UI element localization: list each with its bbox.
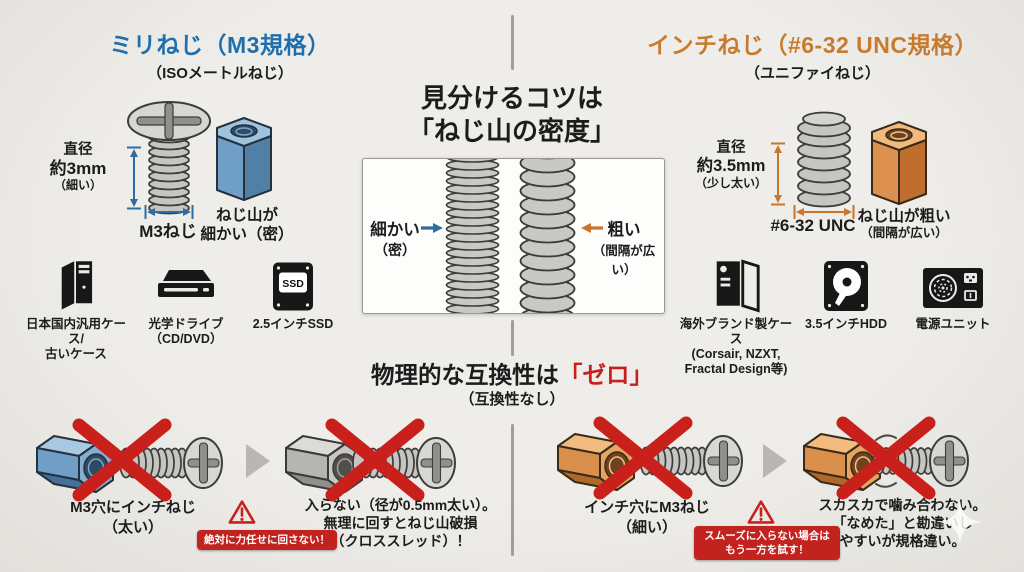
coarse-thread-label: 粗い （間隔が広い） <box>585 216 663 278</box>
warning-triangle-icon <box>747 500 775 524</box>
device-ssd: SSD 2.5インチSSD <box>243 255 343 332</box>
thread-density-compare-box: 細かい （密） 粗い （間隔が広い） <box>362 158 665 314</box>
optical-drive-icon <box>153 255 219 313</box>
m3-width-dimension-arrow <box>144 205 194 219</box>
standoff-gray-illustration <box>285 435 363 493</box>
pc-tower-icon <box>51 255 101 313</box>
optical-drive-label: 光学ドライブ （CD/DVD） <box>148 317 224 346</box>
sparkle-icon <box>938 500 982 544</box>
compat-subheading: （互換性なし） <box>459 391 565 408</box>
x-mark-icon <box>593 416 693 500</box>
psu-icon <box>922 255 984 313</box>
compat-heading-prefix: 物理的な互換性は <box>371 362 559 388</box>
next-step-arrow-icon <box>246 444 270 478</box>
loose-m3-screw-illustration <box>872 435 969 487</box>
device-hdd: 3.5インチHDD <box>796 255 896 332</box>
metric-header-subtitle: （ISOメートルねじ） <box>147 65 293 82</box>
x-mark-icon <box>72 418 172 502</box>
bottom-divider <box>511 424 514 556</box>
case-inch-hole-m3-screw-label: インチ穴にM3ねじ （細い） <box>584 499 710 536</box>
device-psu: 電源ユニット <box>903 255 1003 332</box>
hdd-icon <box>822 255 870 313</box>
compat-heading-highlight: 「ゼロ」 <box>559 362 653 388</box>
screw-horizontal-illustration <box>352 437 456 489</box>
unc-screw-illustration <box>797 111 851 208</box>
ssd-label: 2.5インチSSD <box>252 317 334 331</box>
loose-fit-warning-label: スカスカで噛み合わない。 「なめた」と勘違いし やすいが規格違い。 <box>818 497 987 549</box>
inch-header-subtitle: （ユニファイねじ） <box>744 65 880 82</box>
cross-thread-warning-label: 入らない（径が0.5mm太い）。 無理に回すとねじ山破損 （クロススレッド）！ <box>304 497 497 549</box>
no-force-warning-badge: 絶対に力任せに回さない！ <box>197 530 337 551</box>
ssd-icon-text: SSD <box>282 278 304 290</box>
unc-nut-label-sub: （間隔が広い） <box>860 226 948 241</box>
unc-dia-line3: （少し太い） <box>694 175 767 190</box>
hdd-label: 3.5インチHDD <box>805 317 887 331</box>
psu-label: 電源ユニット <box>915 317 991 331</box>
fine-thread-label: 細かい （密） <box>367 216 423 260</box>
m3-dia-line2: 約3mm <box>49 158 107 178</box>
metric-header-title: ミリねじ（M3規格） <box>109 32 331 58</box>
m3-hex-nut-illustration <box>216 117 272 201</box>
device-optical-drive: 光学ドライブ （CD/DVD） <box>136 255 236 347</box>
unc-nut-label-main: ねじ山が粗い <box>857 208 951 225</box>
m3-screw-illustration <box>127 101 211 215</box>
inch-screw-horizontal-illustration <box>119 437 223 489</box>
coarse-thread-label-main: 粗い <box>607 221 641 239</box>
inch-header: インチねじ（#6-32 UNC規格） （ユニファイねじ） <box>640 26 985 83</box>
x-mark-icon <box>836 416 936 500</box>
unc-hex-nut-illustration <box>871 121 927 205</box>
modern-case-label: 海外ブランド製ケース (Corsair, NZXT, Fractal Desig… <box>679 317 793 376</box>
m3-nut-label: ねじ山が 細かい（密） <box>200 207 294 244</box>
unc-dia-line1: 直径 <box>716 140 746 156</box>
mid-divider <box>511 320 514 356</box>
m3-screw-name: M3ねじ <box>139 222 197 241</box>
warning-triangle-icon <box>228 500 256 524</box>
coarse-thread-rod <box>519 159 576 313</box>
unc-diameter-label: 直径 約3.5mm （少し太い） <box>694 140 768 190</box>
unc-screw-name: #6-32 UNC <box>770 216 856 235</box>
inch-header-title: インチねじ（#6-32 UNC規格） <box>646 32 979 58</box>
case-m3-hole-inch-screw-label: M3穴にインチねじ （太い） <box>70 499 196 536</box>
arrow-left-icon <box>581 223 603 233</box>
try-other-screw-badge: スムーズに入らない場合は もう一方を試す！ <box>694 526 840 561</box>
fine-thread-label-sub: （密） <box>374 242 416 258</box>
compat-heading: 物理的な互換性は「ゼロ」 <box>312 356 712 390</box>
unc-dia-line2: 約3.5mm <box>696 156 766 175</box>
device-modern-case: 海外ブランド製ケース (Corsair, NZXT, Fractal Desig… <box>674 255 798 377</box>
fine-thread-label-main: 細かい <box>370 221 420 239</box>
fine-thread-rod <box>445 159 500 313</box>
m3-diameter-dimension-arrow <box>127 146 141 210</box>
m3-dia-line1: 直径 <box>63 142 93 158</box>
top-divider <box>511 15 514 70</box>
x-mark-icon <box>325 418 425 502</box>
pc-tower-label: 日本国内汎用ケース/ 古いケース <box>25 317 126 361</box>
m3-dia-line3: （細い） <box>53 178 102 193</box>
arrow-right-icon <box>421 223 443 233</box>
unc-diameter-dimension-arrow <box>771 142 785 206</box>
m3-screw-horizontal-illustration <box>639 435 743 487</box>
metric-header: ミリねじ（M3規格） （ISOメートルねじ） <box>70 26 370 83</box>
unc-nut-label: ねじ山が粗い （間隔が広い） <box>836 207 972 241</box>
device-pc-tower: 日本国内汎用ケース/ 古いケース <box>20 255 132 362</box>
coarse-thread-label-sub: （間隔が広い） <box>592 244 656 277</box>
center-heading: 見分けるコツは 「ねじ山の密度」 <box>407 83 616 146</box>
ssd-icon: SSD <box>271 255 315 313</box>
unc-width-dimension-arrow <box>793 205 855 219</box>
modern-case-icon <box>709 255 763 313</box>
m3-diameter-label: 直径 約3mm （細い） <box>46 142 110 193</box>
next-step-arrow-icon <box>763 444 787 478</box>
looseness-motion-marks-icon <box>875 434 897 488</box>
